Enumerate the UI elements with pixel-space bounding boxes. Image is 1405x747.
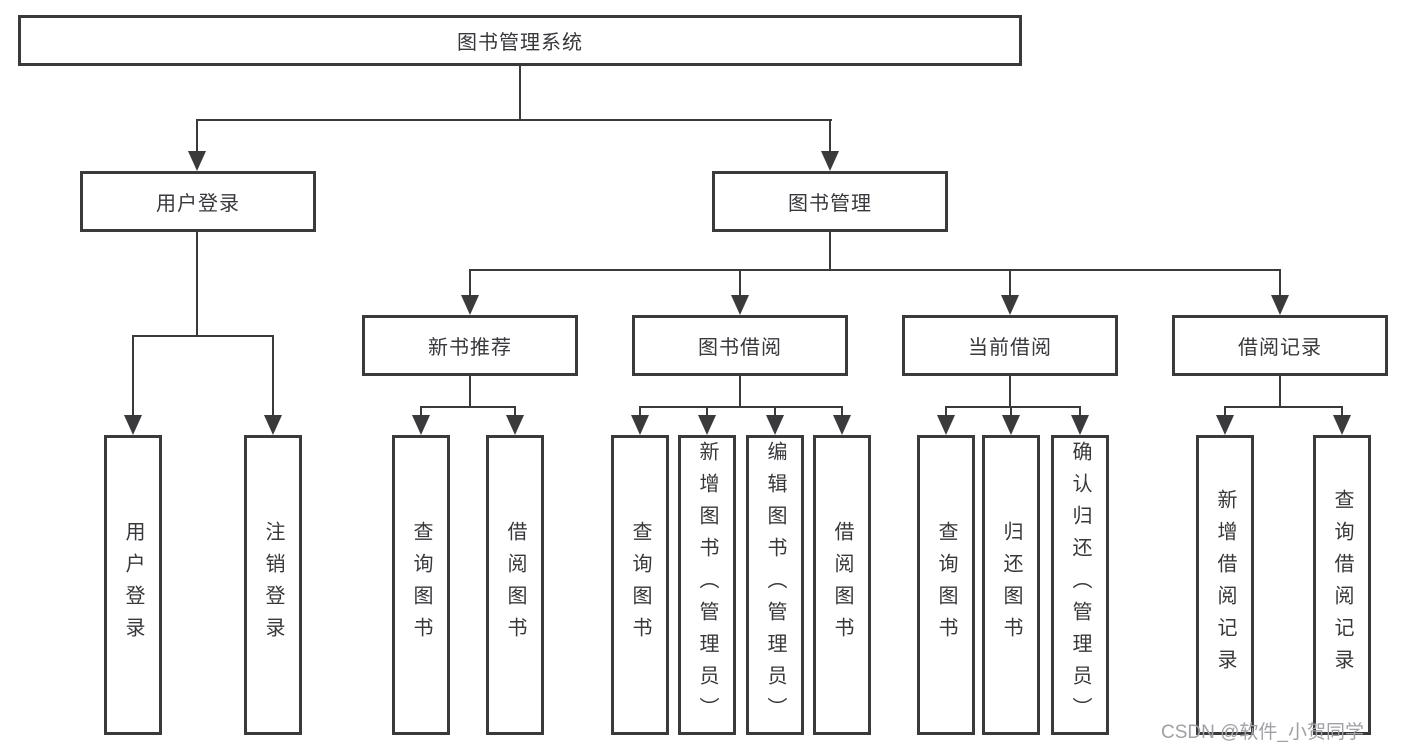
node-root: 图书管理系统 [18, 15, 1022, 66]
leaf-add-borrow-record: 新增借阅记录 [1196, 435, 1254, 735]
connector-drop-add-book-admin [706, 406, 708, 418]
connector-root-rail [196, 119, 832, 121]
node-book-borrow: 图书借阅 [632, 315, 848, 376]
connector-new-book-recommend-stem [469, 374, 471, 408]
leaf-borrow-books-recommend: 借阅图书 [486, 435, 544, 735]
arrow-borrow-books-borrow [833, 415, 851, 435]
arrow-current-borrow [1001, 295, 1019, 315]
arrow-query-borrow-record [1333, 415, 1351, 435]
arrow-add-book-admin [698, 415, 716, 435]
leaf-borrow-books-borrow-label: 借阅图书 [831, 521, 853, 649]
arrow-new-book-recommend [461, 295, 479, 315]
arrow-add-borrow-record [1216, 415, 1234, 435]
leaf-query-books-borrow: 查询图书 [611, 435, 669, 735]
connector-book-borrow-stem [739, 374, 741, 408]
leaf-query-books-recommend: 查询图书 [392, 435, 450, 735]
leaf-add-book-admin: 新增图书（管理员） [678, 435, 736, 735]
connector-user-login-stem [196, 230, 198, 337]
arrow-confirm-return-admin [1071, 415, 1089, 435]
arrow-borrow-books-recommend [506, 415, 524, 435]
arrow-book-borrow [731, 295, 749, 315]
node-new-book-recommend: 新书推荐 [362, 315, 578, 376]
node-borrow-records: 借阅记录 [1172, 315, 1388, 376]
leaf-query-books-current: 查询图书 [917, 435, 975, 735]
connector-drop-return-book [1010, 406, 1012, 418]
leaf-user-login-label: 用户登录 [122, 521, 144, 649]
leaf-query-borrow-record-label: 查询借阅记录 [1331, 489, 1353, 681]
connector-drop-borrow-books-recommend [514, 406, 516, 418]
watermark: CSDN @软件_小贺同学 [1161, 722, 1364, 743]
node-user-login: 用户登录 [80, 171, 316, 232]
leaf-confirm-return-admin-label: 确认归还（管理员） [1069, 441, 1091, 729]
leaf-query-books-current-label: 查询图书 [935, 521, 957, 649]
connector-drop-query-books-recommend [420, 406, 422, 418]
connector-drop-leaf-user-login [132, 335, 134, 417]
connector-drop-edit-book-admin [774, 406, 776, 418]
connector-drop-leaf-logout [272, 335, 274, 417]
connector-drop-query-books-borrow [639, 406, 641, 418]
leaf-return-book-label: 归还图书 [1000, 521, 1022, 649]
arrow-query-books-borrow [631, 415, 649, 435]
connector-drop-add-borrow-record [1224, 406, 1226, 418]
node-user-login-label: 用户登录 [156, 193, 240, 215]
leaf-user-login: 用户登录 [104, 435, 162, 735]
node-borrow-records-label: 借阅记录 [1238, 337, 1322, 359]
node-book-borrow-label: 图书借阅 [698, 337, 782, 359]
arrow-query-books-recommend [412, 415, 430, 435]
node-current-borrow-label: 当前借阅 [968, 337, 1052, 359]
leaf-return-book: 归还图书 [982, 435, 1040, 735]
connector-drop-confirm-return-admin [1079, 406, 1081, 418]
connector-drop-borrow-records [1279, 269, 1281, 297]
connector-new-book-recommend-rail [420, 406, 516, 408]
node-book-management-label: 图书管理 [788, 193, 872, 215]
connector-drop-user-login [196, 119, 198, 153]
connector-borrow-records-rail [1224, 406, 1343, 408]
leaf-add-book-admin-label: 新增图书（管理员） [696, 441, 718, 729]
connector-book-borrow-rail [639, 406, 843, 408]
arrow-return-book [1002, 415, 1020, 435]
node-current-borrow: 当前借阅 [902, 315, 1118, 376]
arrow-book-management [821, 151, 839, 171]
node-new-book-recommend-label: 新书推荐 [428, 337, 512, 359]
leaf-confirm-return-admin: 确认归还（管理员） [1051, 435, 1109, 735]
connector-root-stem [519, 64, 521, 121]
arrow-borrow-records [1271, 295, 1289, 315]
leaf-query-books-borrow-label: 查询图书 [629, 521, 651, 649]
connector-drop-new-book-recommend [469, 269, 471, 297]
connector-book-management-rail [469, 269, 1281, 271]
connector-drop-current-borrow [1009, 269, 1011, 297]
node-root-label: 图书管理系统 [457, 32, 583, 54]
connector-drop-borrow-books-borrow [841, 406, 843, 418]
leaf-borrow-books-recommend-label: 借阅图书 [504, 521, 526, 649]
connector-current-borrow-stem [1009, 374, 1011, 408]
leaf-edit-book-admin: 编辑图书（管理员） [746, 435, 804, 735]
connector-drop-book-borrow [739, 269, 741, 297]
arrow-leaf-user-login [124, 415, 142, 435]
connector-drop-query-borrow-record [1341, 406, 1343, 418]
leaf-add-borrow-record-label: 新增借阅记录 [1214, 489, 1236, 681]
leaf-edit-book-admin-label: 编辑图书（管理员） [764, 441, 786, 729]
leaf-query-books-recommend-label: 查询图书 [410, 521, 432, 649]
leaf-logout: 注销登录 [244, 435, 302, 735]
arrow-user-login [188, 151, 206, 171]
arrow-edit-book-admin [766, 415, 784, 435]
leaf-logout-label: 注销登录 [262, 521, 284, 649]
arrow-leaf-logout [264, 415, 282, 435]
connector-drop-query-books-current [945, 406, 947, 418]
connector-borrow-records-stem [1279, 374, 1281, 408]
arrow-query-books-current [937, 415, 955, 435]
connector-user-login-rail [132, 335, 274, 337]
connector-book-management-stem [829, 230, 831, 271]
leaf-borrow-books-borrow: 借阅图书 [813, 435, 871, 735]
node-book-management: 图书管理 [712, 171, 948, 232]
connector-drop-book-management [829, 119, 831, 153]
connector-current-borrow-rail [945, 406, 1081, 408]
leaf-query-borrow-record: 查询借阅记录 [1313, 435, 1371, 735]
